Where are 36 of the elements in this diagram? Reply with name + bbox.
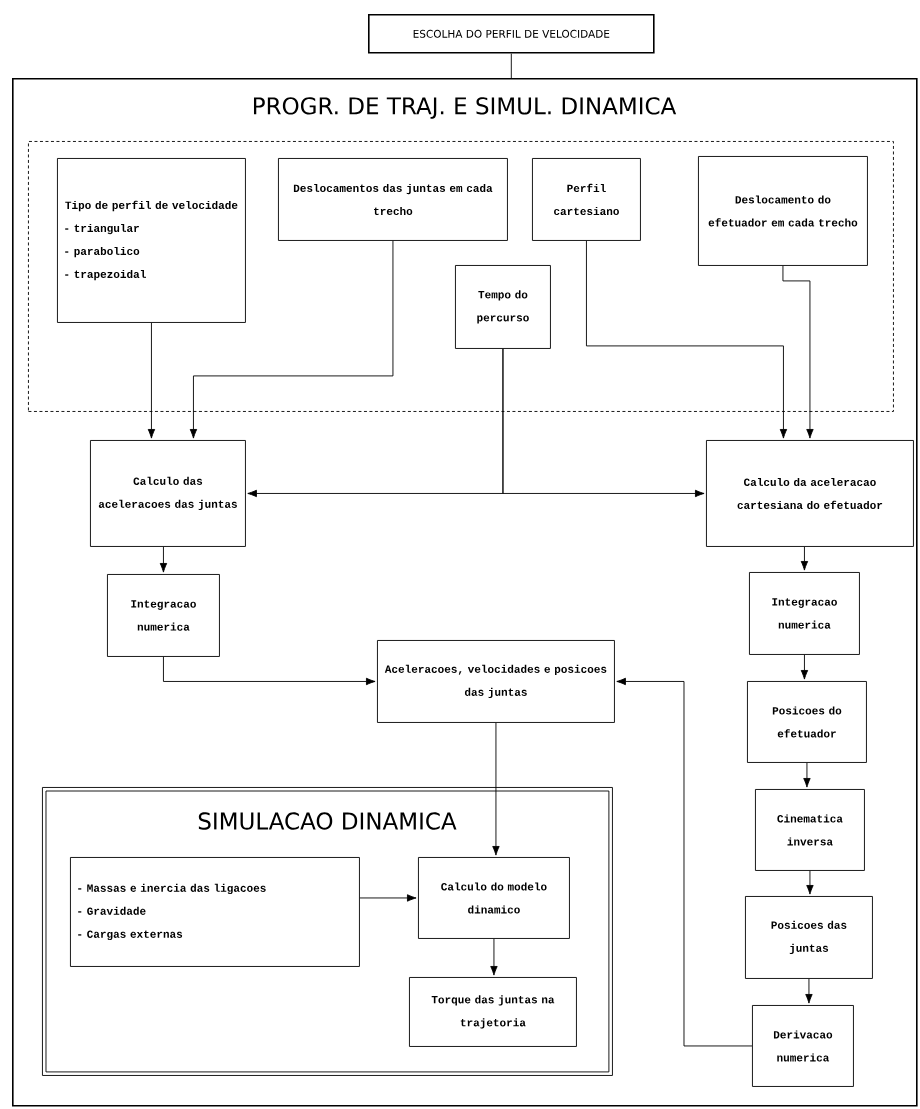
connector-line xyxy=(510,53,512,79)
process-box: Calculo do modelo dinamico xyxy=(418,857,570,939)
process-box: Perfil cartesiano xyxy=(532,158,641,241)
arrow xyxy=(159,546,168,573)
arrow xyxy=(782,265,814,439)
process-box: Cinematica inversa xyxy=(755,789,865,871)
process-box: Aceleracoes, velocidades e posicoes das juntas xyxy=(377,640,615,723)
arrow xyxy=(492,722,500,856)
arrow xyxy=(502,348,705,498)
arrow xyxy=(189,240,394,439)
arrow xyxy=(490,938,498,976)
arrow xyxy=(586,240,788,439)
arrow xyxy=(800,654,809,680)
arrow xyxy=(616,677,753,1047)
process-box: Deslocamentos das juntas em cada trecho xyxy=(278,158,508,241)
process-box: Calculo da aceleracao cartesiana do efetuador xyxy=(706,440,914,547)
process-box: Posicoes das juntas xyxy=(745,896,873,979)
process-box: Integracao numerica xyxy=(107,574,220,657)
process-box: Integracao numerica xyxy=(749,572,860,655)
process-box: Tipo de perfil de velocidade - triangular - parabolico - trapezoidal xyxy=(57,158,246,323)
arrow xyxy=(806,870,814,895)
arrow xyxy=(163,656,376,686)
process-box: Calculo das aceleracoes das juntas xyxy=(90,440,246,547)
process-box: Torque das juntas na trajetoria xyxy=(409,977,577,1047)
heading-box: ESCOLHA DO PERFIL DE VELOCIDADE xyxy=(368,14,655,54)
arrow xyxy=(359,894,417,902)
process-box: Tempo do percurso xyxy=(455,265,551,349)
arrow xyxy=(800,546,809,571)
arrow xyxy=(805,978,813,1004)
arrow xyxy=(147,322,156,439)
arrow xyxy=(803,762,811,788)
input-group-frame xyxy=(28,141,894,412)
process-box: Posicoes do efetuador xyxy=(747,681,867,763)
process-box: Deslocamento do efetuador em cada trecho xyxy=(698,156,868,266)
process-box: Derivacao numerica xyxy=(752,1005,854,1087)
process-box: - Massas e inercia das ligacoes - Gravidade - Cargas externas xyxy=(70,857,360,967)
